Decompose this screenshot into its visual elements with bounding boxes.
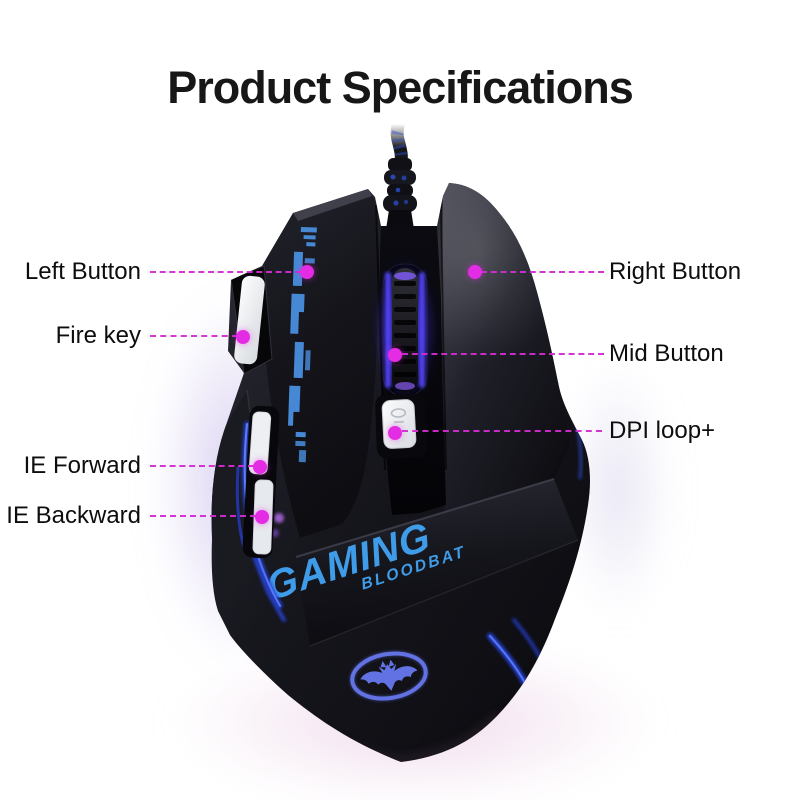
- callout-label: IE Backward: [6, 502, 141, 529]
- cable: [383, 119, 417, 242]
- callout-label: Fire key: [55, 322, 141, 349]
- side-buttons: [242, 405, 280, 559]
- callout-dot: [468, 265, 482, 279]
- callout-line: [402, 353, 604, 355]
- callout-line: [150, 465, 254, 467]
- callout-label: IE Forward: [23, 452, 141, 479]
- fire-key-button: [230, 265, 273, 375]
- tribal-pattern: [288, 226, 317, 463]
- ie-forward-button: [248, 411, 272, 475]
- callout-dot: [388, 348, 402, 362]
- bat-logo-icon: [350, 651, 428, 701]
- callout-line: [150, 271, 301, 273]
- left-button-panel: [261, 189, 379, 538]
- callout-label: Mid Button: [609, 340, 724, 367]
- callout-label: DPI loop+: [609, 417, 716, 444]
- scroll-wheel: [375, 260, 435, 400]
- callout-dot: [388, 426, 402, 440]
- palm-band: [296, 479, 578, 646]
- callout-dot: [300, 265, 314, 279]
- callout-line: [150, 515, 256, 517]
- page-title: Product Specifications: [167, 62, 634, 113]
- callout-label: Left Button: [24, 258, 141, 285]
- callout-dot: [255, 510, 269, 524]
- callout-dot: [236, 330, 250, 344]
- dpi-button: [375, 393, 427, 459]
- callout-line: [150, 335, 238, 337]
- callout-label: Right Button: [609, 258, 742, 285]
- callout-dot: [253, 460, 267, 474]
- callout-line: [481, 271, 604, 273]
- callout-line: [402, 430, 602, 432]
